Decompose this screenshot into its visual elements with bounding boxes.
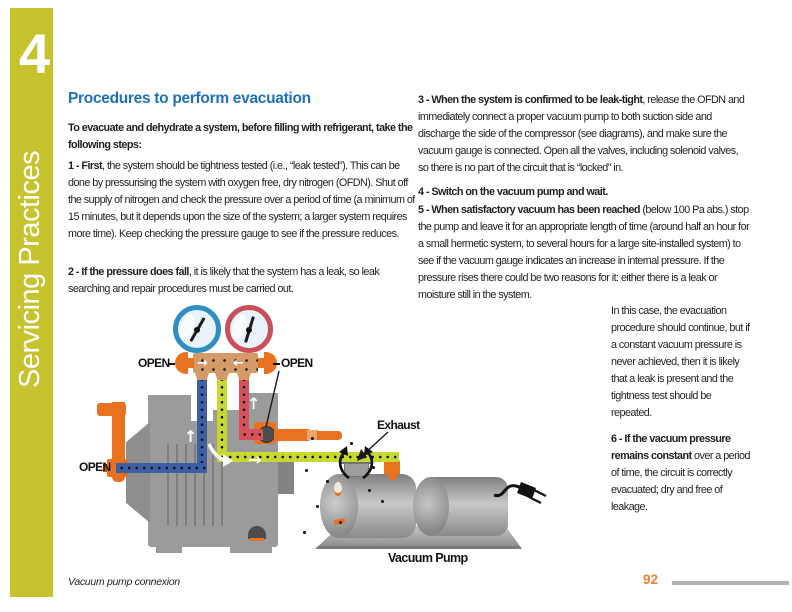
- step-5-lead: 5 - When satisfactory vacuum has been re…: [418, 204, 640, 216]
- step-2-text: , it is likely that the system has a lea…: [68, 266, 380, 295]
- exhaust-port: [344, 463, 369, 477]
- step-5-continuation: In this case, the evacuation procedure s…: [611, 305, 750, 419]
- gauge-manifold: [193, 353, 258, 373]
- compressor-top-block: [148, 395, 191, 425]
- hose-red-vertical: [239, 374, 249, 438]
- discharge-pipe-end: [317, 431, 342, 440]
- power-plug-icon: [517, 482, 536, 499]
- step-6-lead: 6 - If the vacuum pressure remains const…: [611, 433, 731, 462]
- open-label-manifold-right: OPEN: [281, 356, 313, 370]
- gas-molecule-dot: [350, 442, 353, 445]
- label-dash: [273, 363, 280, 366]
- chapter-number: 4: [18, 22, 50, 85]
- flow-arrow-left-icon: ←: [233, 355, 244, 371]
- gas-molecule-dot: [372, 466, 375, 469]
- plug-prongs: [528, 489, 547, 504]
- step-6-text: over a period of time, the circuit is co…: [611, 450, 750, 513]
- step-1-lead: 1 - First: [68, 160, 103, 172]
- compressor-foot: [230, 547, 272, 553]
- flow-arrow-right-icon: →: [248, 450, 262, 469]
- pipe-coupling: [307, 430, 318, 440]
- chapter-sidebar: 4 Servicing Practices: [10, 8, 53, 597]
- exhaust-label: Exhaust: [377, 418, 420, 432]
- open-label-manifold-left: OPEN: [138, 356, 170, 370]
- manifold-valve-knob-right: [264, 352, 277, 374]
- pump-oil-sight: [334, 482, 342, 496]
- step-5-text: (below 100 Pa abs.) stop the pump and le…: [418, 204, 750, 301]
- gas-molecule-dot: [316, 505, 319, 508]
- compressor-foot: [156, 547, 182, 553]
- step-2-lead: 2 - If the pressure does fall: [68, 266, 189, 278]
- step-4-paragraph: 4 - Switch on the vacuum pump and wait.: [418, 186, 608, 198]
- hose-yellow-vertical: [217, 374, 227, 458]
- vacuum-pump-label: Vacuum Pump: [388, 551, 468, 565]
- hose-red-horizontal: [239, 429, 263, 440]
- open-label-compressor: OPEN: [79, 460, 111, 474]
- step-1-paragraph: 1 - First, the system should be tightnes…: [68, 158, 416, 243]
- step-6-paragraph: 6 - If the vacuum pressure remains const…: [611, 431, 753, 516]
- discharge-pipe: [274, 429, 310, 441]
- step-3-text: , release the OFDN and immediately conne…: [418, 94, 745, 174]
- manifold-valve-knob-left: [175, 352, 188, 374]
- page-number: 92: [643, 572, 659, 587]
- hose-blue-vertical: [197, 374, 207, 473]
- hose-blue-horizontal: [116, 463, 206, 473]
- knob-stem: [186, 358, 194, 368]
- gas-molecule-dot: [305, 469, 308, 472]
- figure-caption: Vacuum pump connexion: [68, 576, 180, 588]
- step-1-text: , the system should be tightness tested …: [68, 160, 415, 240]
- sidebar-vertical-title: Servicing Practices: [14, 150, 46, 388]
- step-2-paragraph: 2 - If the pressure does fall, it is lik…: [68, 264, 416, 298]
- intro-paragraph: To evacuate and dehydrate a system, befo…: [68, 122, 413, 151]
- page-title: Procedures to perform evacuation: [68, 90, 311, 107]
- gas-molecule-dot: [303, 531, 306, 534]
- gas-molecule-dot: [311, 437, 314, 440]
- flow-arrow-up-icon: ↑: [184, 427, 198, 446]
- gauge-high-pressure: [225, 305, 273, 353]
- valve-nub: [103, 464, 108, 472]
- gauge-hub: [246, 326, 252, 333]
- gas-molecule-dot: [381, 500, 384, 503]
- compressor-flange: [278, 459, 294, 494]
- knob-stem: [258, 358, 266, 368]
- gauge-hub: [194, 326, 200, 333]
- flow-arrow-up-icon: ↑: [247, 394, 261, 413]
- sight-glass-oil: [250, 538, 264, 541]
- step-3-lead: 3 - When the system is confirmed to be l…: [418, 94, 643, 106]
- flow-arrow-right-icon: →: [197, 355, 208, 371]
- hose-connector: [237, 373, 251, 380]
- gas-molecule-dot: [326, 480, 329, 483]
- step-5-paragraph: 5 - When satisfactory vacuum has been re…: [418, 202, 750, 304]
- gas-molecule-dot: [339, 521, 342, 524]
- step-3-paragraph: 3 - When the system is confirmed to be l…: [418, 92, 750, 177]
- label-dash: [168, 363, 175, 366]
- gauge-low-pressure: [173, 305, 221, 353]
- footer-rule: [672, 581, 789, 585]
- gas-molecule-dot: [368, 489, 371, 492]
- pump-inlet-stem: [389, 474, 396, 480]
- hose-yellow-horizontal: [217, 452, 399, 462]
- sight-glass: [248, 526, 266, 539]
- hose-connector: [215, 373, 229, 380]
- pump-inlet-fitting: [384, 460, 400, 475]
- motor-end-cap: [413, 477, 449, 536]
- hose-connector: [195, 373, 209, 380]
